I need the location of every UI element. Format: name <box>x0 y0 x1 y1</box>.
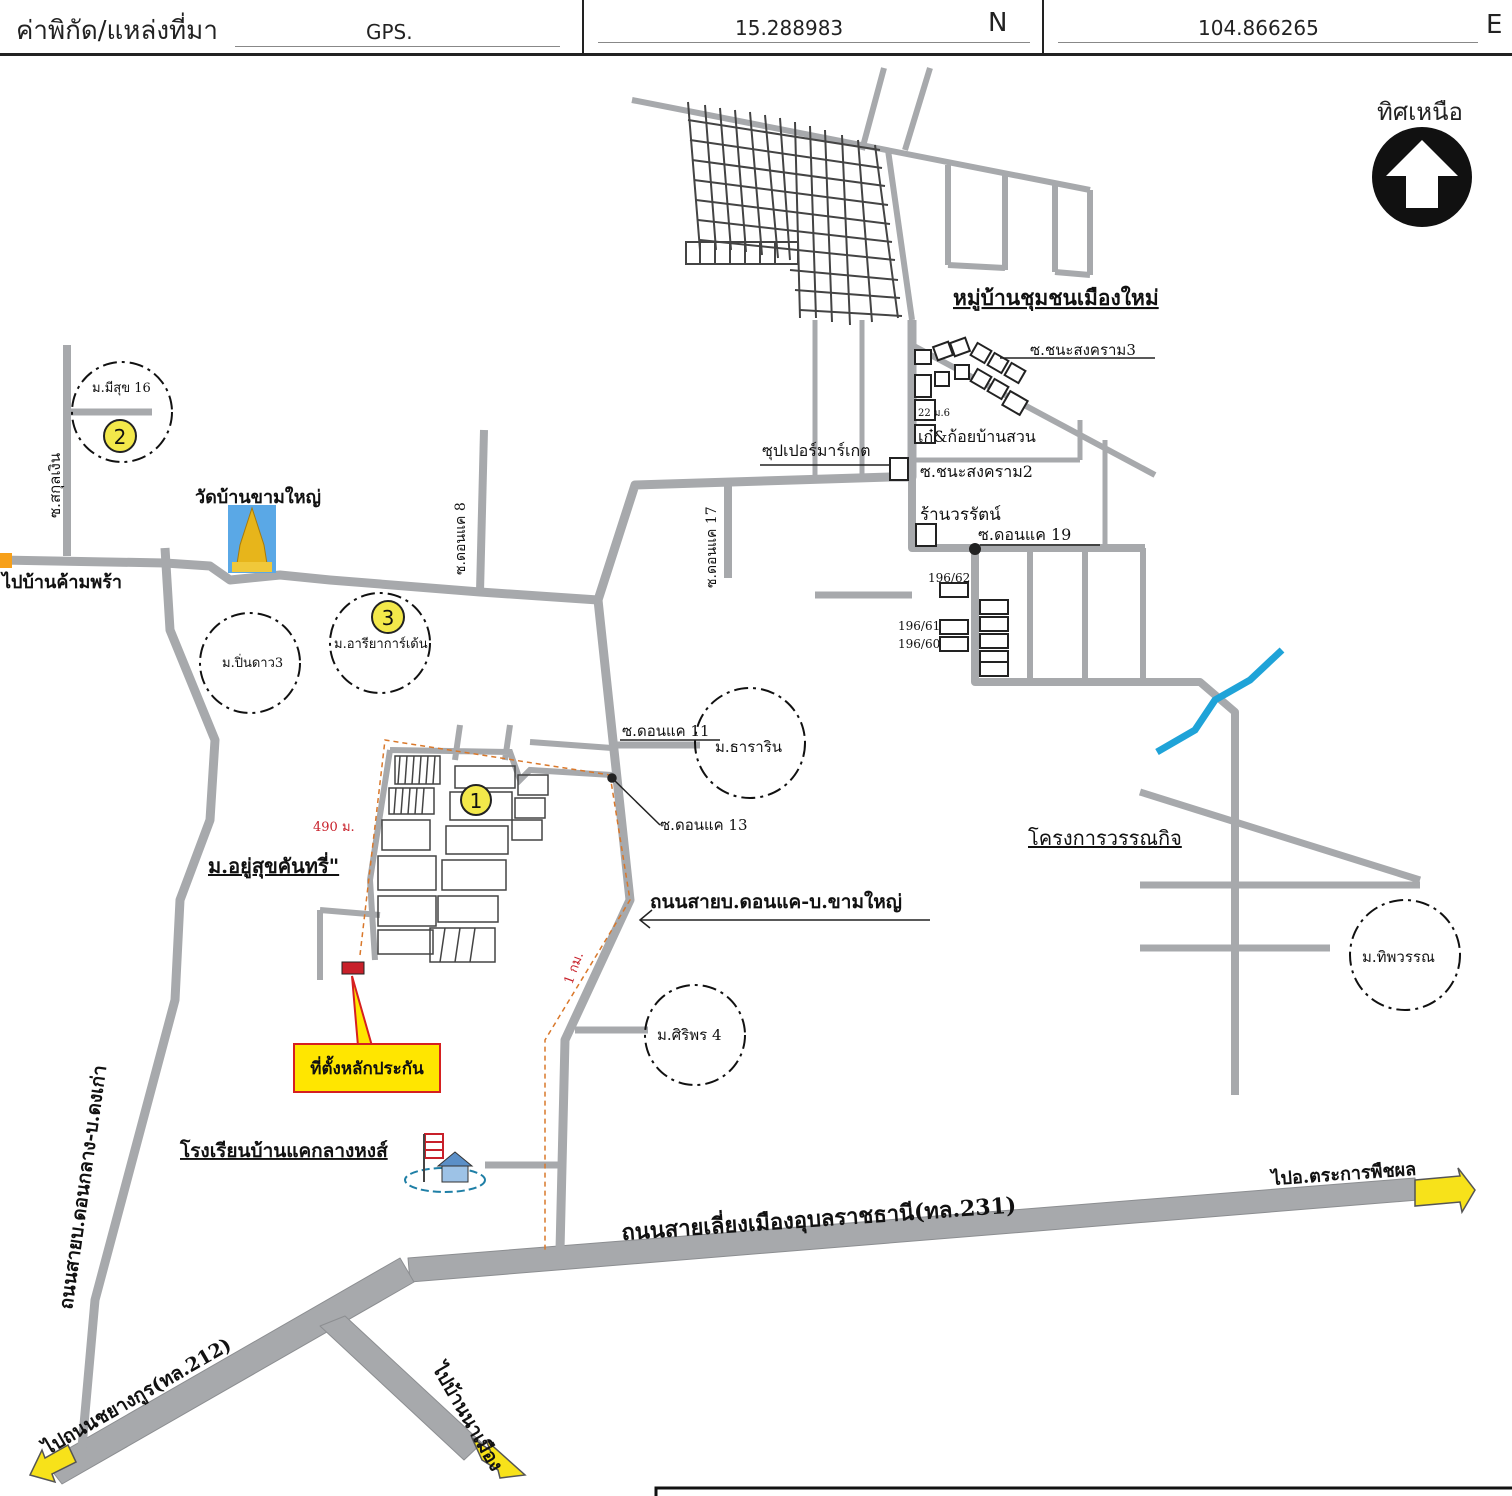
label-siripon: ม.ศิริพร 4 <box>657 1026 722 1044</box>
north-arrow-icon <box>1372 127 1472 227</box>
label-pinkao: ม.ปิ่นดาว3 <box>222 654 283 671</box>
yusuk-lots <box>377 755 549 963</box>
label-tararin: ม.ธาราริน <box>715 738 782 756</box>
marker-1-label: 1 <box>470 789 483 813</box>
label-temple: วัดบ้านขามใหญ่ <box>195 486 321 508</box>
temple-icon <box>228 505 276 573</box>
road-wannakit-1 <box>1138 788 1422 884</box>
label-chana2: ซ.ชนะสงคราม2 <box>920 462 1033 481</box>
marker-3 <box>371 600 405 634</box>
distance-lines <box>359 739 631 1250</box>
longitude-value: 104.866265 <box>1198 16 1319 40</box>
arrow-to-trakan <box>1414 1167 1476 1215</box>
label-yusuk: ม.อยู่สุขคันทรี่" <box>208 851 339 880</box>
source-underline <box>235 46 560 47</box>
pointer-lines <box>607 357 1155 929</box>
north-label: ทิศเหนือ <box>1377 98 1463 126</box>
road-east-main <box>908 477 1145 552</box>
creek <box>1155 647 1285 756</box>
header-divider <box>582 0 584 53</box>
road-to-namuang <box>319 1315 483 1461</box>
collateral-plot <box>341 961 365 975</box>
circle-siripon <box>644 984 746 1086</box>
village-markers: 1 2 3 <box>103 419 492 816</box>
marker-1 <box>460 784 492 816</box>
road-east-south <box>971 548 1239 1095</box>
label-community: หมู่บ้านชุมชนเมืองใหม่ <box>953 285 1159 312</box>
label-h19662: 196/62 <box>928 571 970 585</box>
latitude-value: 15.288983 <box>735 16 844 40</box>
highway-212 <box>44 1257 415 1485</box>
label-wannakit: โครงการวรรณกิจ <box>1028 826 1182 850</box>
label-dist490: 490 ม. <box>313 820 355 835</box>
arrow-to-namuang <box>470 1435 527 1479</box>
label-road-donkae: ถนนสายบ.ดอนแค-บ.ขามใหญ่ <box>650 890 902 913</box>
label-supermarket: ซุปเปอร์มาร์เกต <box>762 441 871 461</box>
label-h19660: 196/60 <box>898 637 940 651</box>
longitude-direction: E <box>1486 10 1503 40</box>
circle-tipawan <box>1349 899 1461 1011</box>
label-meesuk: ม.มีสุข 16 <box>92 380 151 396</box>
label-sakulngoen: ซ.สกุลเงิน <box>46 453 65 518</box>
label-tipawan: ม.ทิพวรรณ <box>1362 948 1435 966</box>
label-donkae17: ซ.ดอนแค 17 <box>704 506 720 588</box>
label-kaikoi: เก๋&ก้อยบ้านสวน <box>918 427 1036 446</box>
label-collateral: ที่ตั้งหลักประกัน <box>310 1055 424 1079</box>
label-donkae19: ซ.ดอนแค 19 <box>978 525 1071 544</box>
label-donkae13: ซ.ดอนแค 13 <box>660 816 748 834</box>
circle-meesuk <box>71 361 173 463</box>
village-circles <box>71 361 1461 1086</box>
north-housing-grid <box>685 101 903 326</box>
collateral-label-box <box>293 1043 441 1093</box>
bottom-box-edge <box>654 1486 1512 1496</box>
latitude-underline <box>598 42 1030 43</box>
road-north-vert <box>885 149 915 321</box>
arrow-to-highway212 <box>28 1443 77 1484</box>
road-north-top <box>631 97 1091 193</box>
school-icon <box>404 1133 486 1193</box>
marker-2 <box>103 419 137 453</box>
label-donkae8: ซ.ดอนแค 8 <box>453 502 469 575</box>
header-divider <box>1042 0 1044 53</box>
map-labels: หมู่บ้านชุมชนเมืองใหม่ ซ.ชนะสงคราม3 22 ม… <box>0 285 1435 1475</box>
road-north-diag-1 <box>859 67 887 151</box>
label-wararat: ร้านวรรัตน์ <box>920 505 1001 525</box>
label-house22: 22 ม.6 <box>918 408 950 419</box>
circle-tararin <box>694 687 806 799</box>
longitude-underline <box>1058 42 1478 43</box>
road-donklang-dongkao <box>75 547 220 1471</box>
road-diagonal-chana <box>910 342 1157 478</box>
marker-3-label: 3 <box>382 606 395 630</box>
label-ariya: ม.อารียาการ์เด้น <box>334 636 428 652</box>
label-chana3: ซ.ชนะสงคราม3 <box>1030 341 1136 359</box>
road-north <box>593 320 917 602</box>
label-dist1km: 1 กม. <box>562 950 587 986</box>
source-value: GPS. <box>366 20 413 44</box>
house-blocks <box>889 336 1030 677</box>
circle-pinkao <box>199 612 301 714</box>
label-to-khamphra: ไปบ้านค้ามพร้า <box>0 571 122 593</box>
collateral-pointer <box>351 975 374 1047</box>
east-grid <box>945 165 1146 682</box>
marker-2-label: 2 <box>114 425 127 449</box>
roads <box>0 67 1422 1485</box>
road-north-diag-2 <box>902 67 933 151</box>
arrow-left-edge <box>0 553 12 568</box>
label-donkae11: ซ.ดอนแค 11 <box>622 722 710 740</box>
soi-donkae-8 <box>476 429 488 593</box>
latitude-direction: N <box>988 8 1008 38</box>
coordinate-header: ค่าพิกัด/แหล่งที่มา GPS. 15.288983 N 104… <box>0 0 1512 56</box>
circle-ariya <box>329 592 431 694</box>
label-school: โรงเรียนบ้านแคกลางหงส์ <box>179 1139 388 1162</box>
yusuk-village-layout <box>317 724 613 980</box>
label-h19661: 196/61 <box>898 619 940 633</box>
road-donkae-khamyai <box>0 555 635 1251</box>
coordinate-label: ค่าพิกัด/แหล่งที่มา <box>16 16 218 46</box>
